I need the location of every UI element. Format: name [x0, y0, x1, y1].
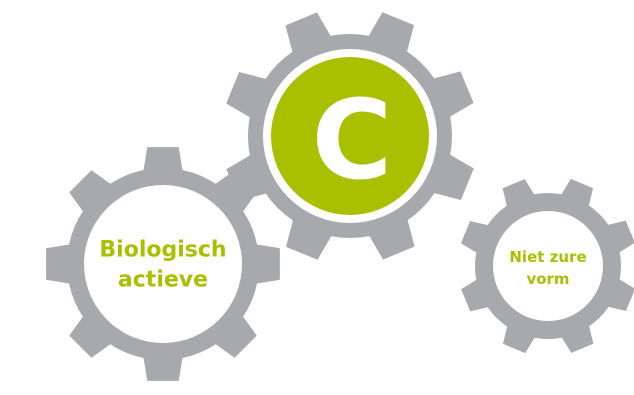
gear-right-label-line1: Niet zure	[509, 248, 586, 266]
gear-center-hub	[271, 57, 429, 215]
gear-left-label-line1: Biologisch	[99, 238, 226, 263]
gear-left-label-line2: actieve	[118, 268, 208, 293]
gear-right: Niet zure vorm	[460, 178, 634, 354]
gear-center-letter: C	[312, 76, 393, 204]
gear-center: C	[226, 12, 474, 260]
gear-right-label-line2: vorm	[526, 270, 569, 288]
gear-left-hub	[84, 185, 242, 343]
gear-left: Biologisch actieve	[46, 147, 280, 381]
gear-right-hub	[493, 211, 603, 321]
